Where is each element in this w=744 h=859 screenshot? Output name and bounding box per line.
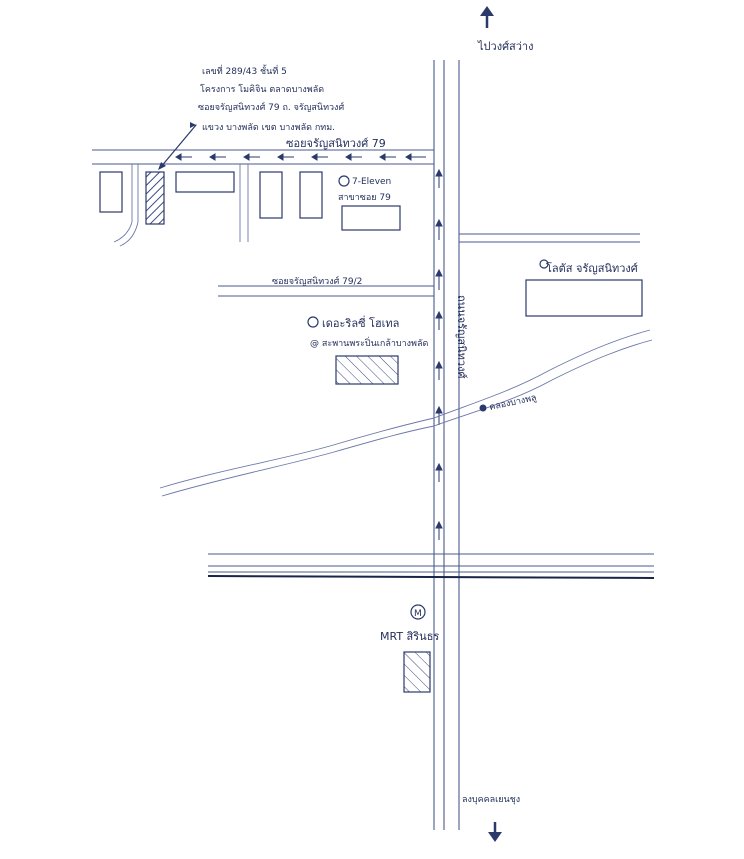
south-destination-label: ลงบุคคลเยนชุง — [462, 795, 520, 805]
soi-79-road — [92, 149, 434, 165]
soi-79-direction-arrows — [175, 153, 426, 161]
east-road — [459, 233, 640, 243]
soi-79-2-label: ซอยจรัญสนิทวงศ์ 79/2 — [272, 275, 362, 287]
cross-road — [207, 553, 655, 579]
mrt-marker: M MRT สิรินธร — [380, 604, 439, 643]
canal — [159, 329, 653, 497]
address-line-4: แขวง บางพลัด เขต บางพลัด กทม. — [202, 123, 335, 133]
seven-eleven-marker: 7-Eleven สาขาซอย 79 — [338, 175, 391, 203]
bullet-icon — [190, 122, 196, 128]
north-destination-label: ไปวงศ์สว่าง — [477, 40, 533, 53]
mrt-symbol: M — [414, 609, 422, 619]
canal-marker-icon — [479, 404, 487, 412]
location-pin-icon — [338, 175, 350, 187]
mrt-icon — [410, 604, 426, 620]
hotel-marker: เดอะริลซี่ โฮเทล @ สะพานพระปิ่นเกล้าบางพ… — [307, 315, 428, 349]
address-line-1: เลขที่ 289/43 ชั้นที่ 5 — [202, 64, 287, 77]
hotel-building — [335, 355, 399, 385]
mrt-station-building — [403, 651, 431, 693]
address-line-2: โครงการ โมคิจิน ตลาดบางพลัด — [200, 84, 324, 95]
north-arrow-icon — [480, 6, 494, 28]
main-road-direction-arrows — [435, 168, 443, 540]
soi-79-side-streets — [113, 164, 249, 247]
canal-label: คลองบางพลู — [489, 393, 538, 413]
address-note: เลขที่ 289/43 ชั้นที่ 5 โครงการ โมคิจิน … — [158, 64, 344, 170]
building — [175, 171, 235, 193]
location-pin-icon — [307, 316, 319, 328]
address-line-3: ซอยจรัญสนิทวงศ์ 79 ถ. จรัญสนิทวงศ์ — [198, 101, 344, 113]
location-pin-icon — [539, 259, 549, 269]
soi-79-2-road — [218, 285, 434, 297]
lotus-building — [525, 279, 643, 317]
soi-79-label: ซอยจรัญสนิทวงศ์ 79 — [286, 137, 386, 150]
building — [99, 171, 123, 213]
building — [299, 171, 323, 219]
hotel-location: @ สะพานพระปิ่นเกล้าบางพลัด — [310, 336, 428, 349]
main-road — [433, 60, 460, 830]
building — [259, 171, 283, 219]
south-arrow-icon — [488, 822, 502, 842]
seven-eleven-name: 7-Eleven — [352, 177, 391, 187]
seven-eleven-branch: สาขาซอย 79 — [338, 193, 391, 203]
address-pointer-line — [159, 124, 197, 169]
main-road-label: ถนนจรัญสนิทวงศ์ — [455, 295, 468, 378]
hotel-name: เดอะริลซี่ โฮเทล — [322, 315, 399, 330]
target-building — [145, 171, 165, 225]
mrt-label: MRT สิรินธร — [380, 630, 439, 643]
lotus-label: โลตัส จรัญสนิทวงศ์ — [546, 261, 638, 275]
lotus-marker: โลตัส จรัญสนิทวงศ์ — [539, 259, 638, 275]
pointer-arrow-icon — [158, 162, 166, 170]
seven-eleven-building — [341, 205, 401, 231]
